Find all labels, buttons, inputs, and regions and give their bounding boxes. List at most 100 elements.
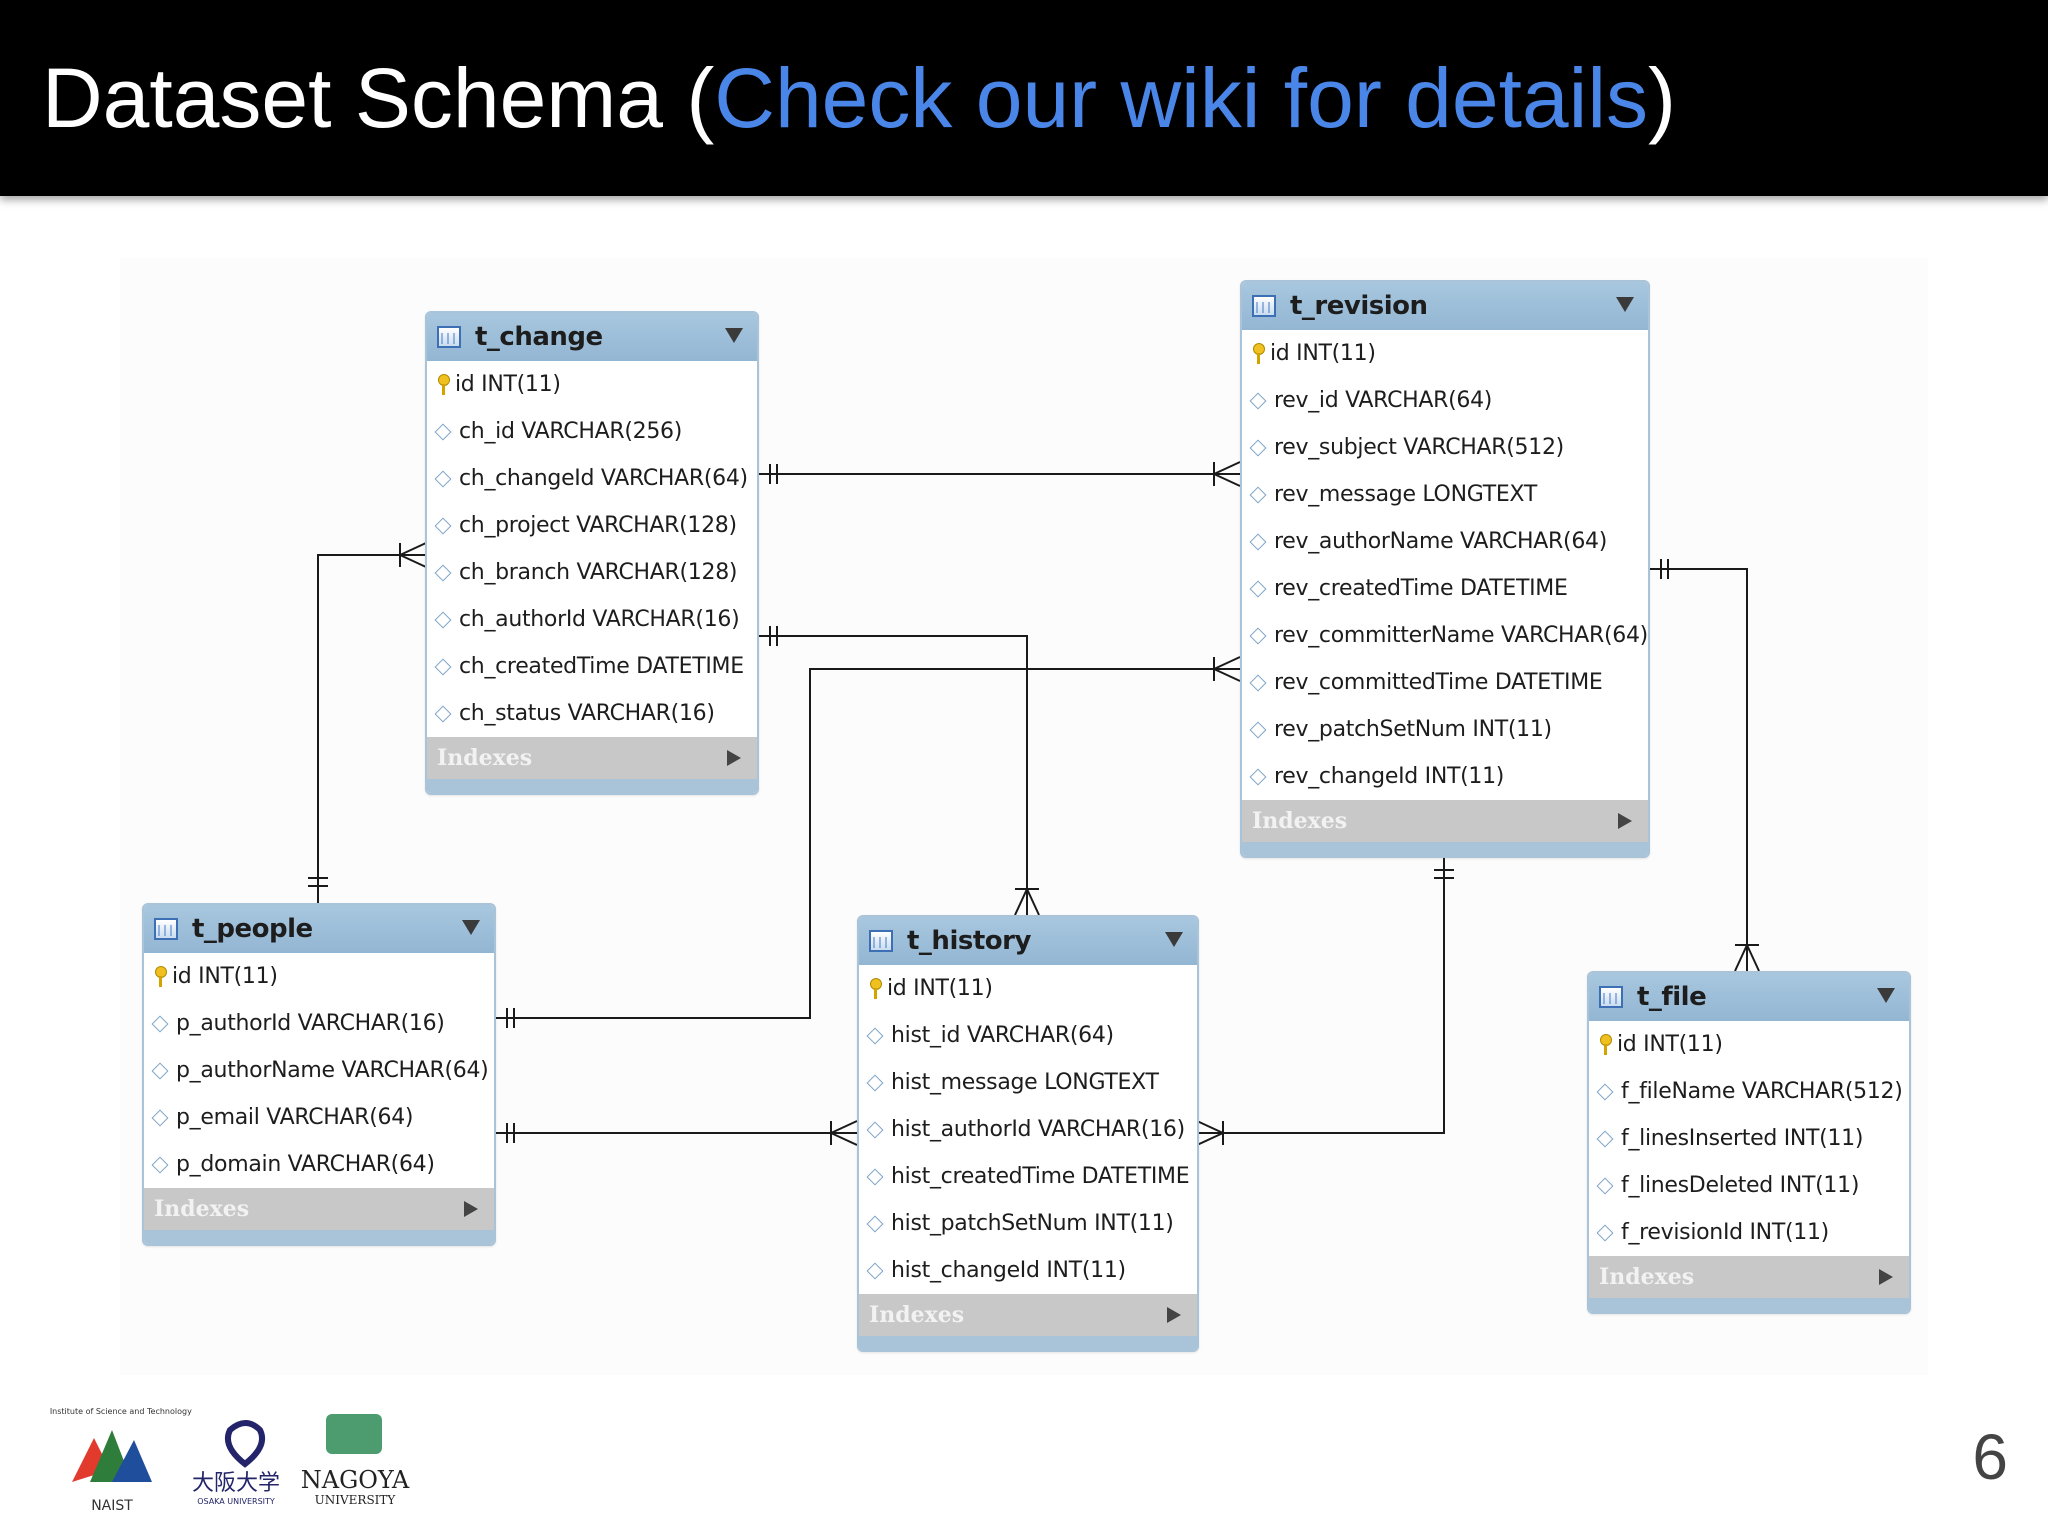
page-number: 6 [1972,1421,2008,1493]
primary-key-icon [154,965,167,988]
column-row[interactable]: id INT(11) [1242,330,1648,377]
column-label: id INT(11) [1617,1032,1723,1057]
column-row[interactable]: f_revisionId INT(11) [1589,1209,1909,1256]
column-label: rev_createdTime DATETIME [1274,576,1568,601]
column-row[interactable]: f_linesDeleted INT(11) [1589,1162,1909,1209]
indexes-section[interactable]: Indexes [144,1188,494,1230]
column-row[interactable]: f_linesInserted INT(11) [1589,1115,1909,1162]
column-label: f_linesDeleted INT(11) [1621,1173,1860,1198]
column-label: hist_authorId VARCHAR(16) [891,1117,1185,1142]
column-row[interactable]: ch_project VARCHAR(128) [427,502,757,549]
chevron-down-icon[interactable] [1616,297,1634,312]
nagoya-main: NAGOYA [301,1466,410,1494]
column-label: rev_committedTime DATETIME [1274,670,1603,695]
chevron-down-icon[interactable] [462,920,480,935]
column-row[interactable]: id INT(11) [859,965,1197,1012]
diamond-icon [1249,768,1267,785]
title-prefix: Dataset Schema ( [42,51,715,145]
diamond-icon [1249,392,1267,409]
column-row[interactable]: ch_authorId VARCHAR(16) [427,596,757,643]
indexes-label: Indexes [1252,808,1348,834]
mark-many-change-revision [1213,461,1241,487]
column-row[interactable]: ch_branch VARCHAR(128) [427,549,757,596]
column-label: f_fileName VARCHAR(512) [1621,1079,1903,1104]
column-label: id INT(11) [172,964,278,989]
title-suffix: ) [1647,51,1676,145]
column-row[interactable]: rev_id VARCHAR(64) [1242,377,1648,424]
mark-many-people-change [399,542,427,568]
column-row[interactable]: rev_changeId INT(11) [1242,753,1648,800]
column-row[interactable]: hist_message LONGTEXT [859,1059,1197,1106]
table-header[interactable]: t_change [427,313,757,361]
column-row[interactable]: rev_patchSetNum INT(11) [1242,706,1648,753]
column-row[interactable]: f_fileName VARCHAR(512) [1589,1068,1909,1115]
table-t-people[interactable]: t_people id INT(11) p_authorId VARCHAR(1… [142,903,496,1246]
column-row[interactable]: ch_id VARCHAR(256) [427,408,757,455]
column-row[interactable]: p_email VARCHAR(64) [144,1094,494,1141]
table-header[interactable]: t_file [1589,973,1909,1021]
column-row[interactable]: rev_committedTime DATETIME [1242,659,1648,706]
expand-arrow-icon[interactable] [1167,1307,1181,1323]
table-footer [427,779,757,793]
column-row[interactable]: hist_patchSetNum INT(11) [859,1200,1197,1247]
indexes-section[interactable]: Indexes [427,737,757,779]
column-label: p_authorId VARCHAR(16) [176,1011,445,1036]
table-header[interactable]: t_history [859,917,1197,965]
chevron-down-icon[interactable] [725,328,743,343]
primary-key-icon [869,977,882,1000]
indexes-section[interactable]: Indexes [1242,800,1648,842]
wiki-link[interactable]: Check our wiki for details [714,51,1648,145]
column-row[interactable]: rev_authorName VARCHAR(64) [1242,518,1648,565]
indexes-section[interactable]: Indexes [1589,1256,1909,1298]
column-row[interactable]: hist_id VARCHAR(64) [859,1012,1197,1059]
column-label: id INT(11) [1270,341,1376,366]
column-row[interactable]: ch_status VARCHAR(16) [427,690,757,737]
column-label: hist_patchSetNum INT(11) [891,1211,1174,1236]
column-row[interactable]: id INT(11) [1589,1021,1909,1068]
column-row[interactable]: ch_changeId VARCHAR(64) [427,455,757,502]
table-header[interactable]: t_people [144,905,494,953]
column-row[interactable]: id INT(11) [427,361,757,408]
chevron-down-icon[interactable] [1165,932,1183,947]
diamond-icon [434,705,452,722]
diamond-icon [866,1215,884,1232]
diamond-icon [151,1015,169,1032]
column-row[interactable]: p_authorName VARCHAR(64) [144,1047,494,1094]
diamond-icon [434,517,452,534]
naist-ring-text: Nara Institute of Science and Technology [50,1407,192,1416]
column-row[interactable]: rev_message LONGTEXT [1242,471,1648,518]
column-label: ch_changeId VARCHAR(64) [459,466,748,491]
expand-arrow-icon[interactable] [464,1201,478,1217]
chevron-down-icon[interactable] [1877,988,1895,1003]
column-row[interactable]: p_domain VARCHAR(64) [144,1141,494,1188]
column-row[interactable]: p_authorId VARCHAR(16) [144,1000,494,1047]
column-row[interactable]: rev_createdTime DATETIME [1242,565,1648,612]
indexes-section[interactable]: Indexes [859,1294,1197,1336]
column-label: hist_changeId INT(11) [891,1258,1126,1283]
table-t-file[interactable]: t_file id INT(11) f_fileName VARCHAR(512… [1587,971,1911,1314]
rel-change-history [757,635,1028,915]
table-t-revision[interactable]: t_revision id INT(11) rev_id VARCHAR(64)… [1240,280,1650,858]
column-row[interactable]: hist_createdTime DATETIME [859,1153,1197,1200]
column-row[interactable]: ch_createdTime DATETIME [427,643,757,690]
table-t-change[interactable]: t_change id INT(11) ch_id VARCHAR(256) c… [425,311,759,795]
column-row[interactable]: hist_authorId VARCHAR(16) [859,1106,1197,1153]
indexes-label: Indexes [869,1302,965,1328]
mark-many-revision-file [1734,944,1760,972]
expand-arrow-icon[interactable] [1879,1269,1893,1285]
indexes-label: Indexes [437,745,533,771]
column-row[interactable]: id INT(11) [144,953,494,1000]
expand-arrow-icon[interactable] [1618,813,1632,829]
column-row[interactable]: hist_changeId INT(11) [859,1247,1197,1294]
column-label: ch_authorId VARCHAR(16) [459,607,740,632]
column-label: ch_createdTime DATETIME [459,654,744,679]
expand-arrow-icon[interactable] [727,750,741,766]
rel-people-revision [494,668,1240,1019]
column-row[interactable]: rev_committerName VARCHAR(64) [1242,612,1648,659]
table-t-history[interactable]: t_history id INT(11) hist_id VARCHAR(64)… [857,915,1199,1352]
osaka-main: 大阪大学 [192,1471,280,1496]
table-footer [1242,842,1648,856]
table-header[interactable]: t_revision [1242,282,1648,330]
column-row[interactable]: rev_subject VARCHAR(512) [1242,424,1648,471]
